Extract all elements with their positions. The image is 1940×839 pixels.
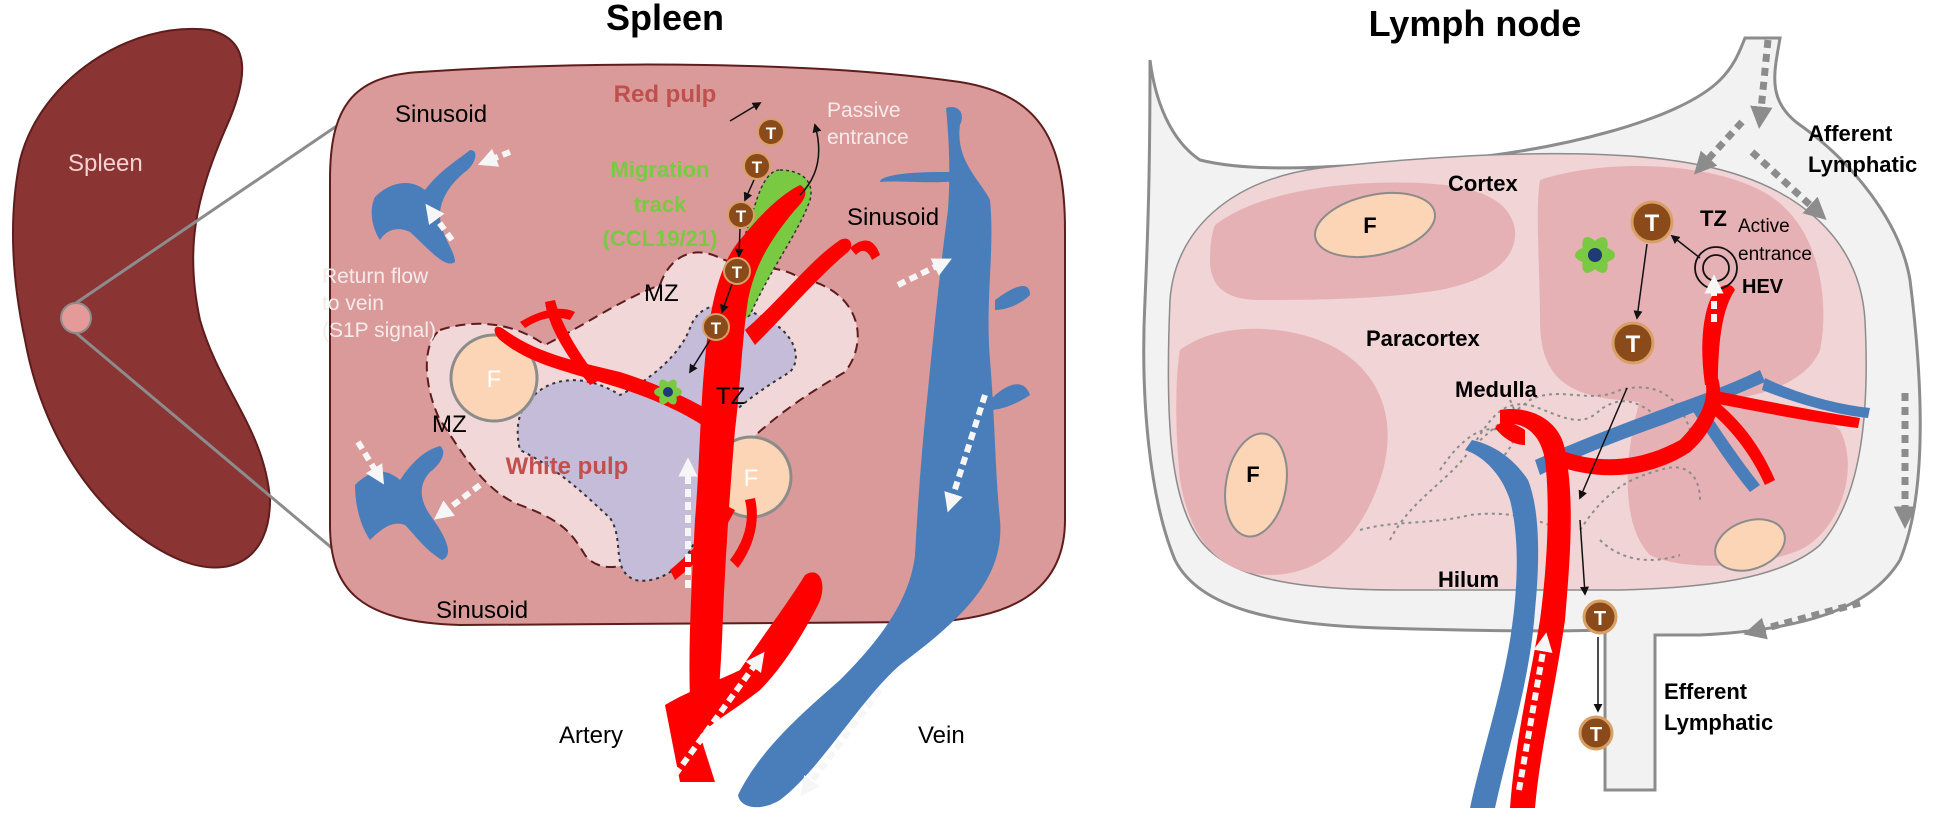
migration-track-line-3: (CCL19/21) — [603, 226, 718, 251]
artery-branch-c — [520, 308, 575, 328]
red-pulp-label: Red pulp — [614, 81, 717, 108]
artery-label: Artery — [559, 722, 623, 749]
spleen-tz-label: TZ — [716, 383, 745, 410]
white-pulp-label: White pulp — [506, 453, 629, 480]
sinusoid-top-label: Sinusoid — [395, 101, 487, 128]
return-flow-line-3: (S1P signal) — [322, 319, 436, 342]
svg-text:T: T — [736, 207, 747, 226]
mz-left-label: MZ — [432, 411, 467, 438]
ln-t-cell-3: T — [1582, 599, 1618, 635]
spleen-organ-shape — [12, 27, 272, 569]
svg-text:T: T — [711, 319, 722, 338]
ln-follicle-bottom-right — [1714, 518, 1786, 572]
ln-follicle-left — [1224, 432, 1288, 538]
lymph-node-title: Lymph node — [1369, 3, 1582, 44]
migration-track-line-1: Migration — [611, 157, 710, 182]
svg-text:T: T — [1626, 331, 1641, 358]
return-flow-line-1: Return flow — [322, 265, 429, 288]
spleen-flow-arrows — [355, 148, 988, 797]
ln-medulla-network — [1359, 386, 1701, 561]
svg-text:T: T — [1645, 210, 1660, 237]
sinusoid-right-label: Sinusoid — [847, 204, 939, 231]
spleen-title: Spleen — [606, 0, 724, 38]
spleen-t-cell-5: T — [702, 313, 730, 341]
zoom-spot — [60, 302, 92, 334]
svg-text:T: T — [1590, 724, 1602, 746]
ln-region-top-right — [1537, 166, 1824, 404]
ln-artery-main — [1500, 409, 1571, 808]
artery-branch-a — [494, 326, 730, 440]
spleen-organ-label: Spleen — [68, 150, 143, 177]
artery-branch-b — [545, 300, 600, 385]
cortex-label: Cortex — [1448, 171, 1518, 196]
migration-track-line-2: track — [634, 192, 687, 217]
spleen-t-cell-1: T — [757, 118, 785, 146]
zoom-line-top — [75, 98, 376, 305]
artery-branch-d — [745, 238, 852, 345]
ln-tz-label: TZ — [1700, 206, 1727, 231]
passive-entrance-line-2: entrance — [827, 126, 909, 149]
ln-t-cell-4: T — [1578, 715, 1614, 751]
efferent-line-1: Efferent — [1664, 679, 1748, 704]
dendritic-cell-ln — [1575, 237, 1615, 273]
spleen-t-cell-2: T — [743, 152, 771, 180]
passive-entrance-line-1: Passive — [827, 99, 901, 122]
artery-branch-g — [850, 240, 880, 260]
spleen-t-cell-3: T — [727, 201, 755, 229]
vein-branch-4 — [990, 384, 1030, 410]
ln-artery-branch-d — [1708, 400, 1775, 485]
spleen-black-arrows — [689, 102, 822, 374]
spleen-follicle-left-label: F — [487, 366, 502, 393]
dendritic-cell-spleen — [654, 379, 682, 405]
efferent-line-2: Lymphatic — [1664, 710, 1773, 735]
vein-branch-3 — [995, 285, 1030, 310]
spleen-panel: Spleen Spleen Red pulp White pulp F F — [12, 0, 1066, 808]
ln-lymph-arrows — [1693, 39, 1917, 640]
vein-label: Vein — [918, 722, 965, 749]
spleen-follicle-right-label: F — [744, 465, 759, 492]
svg-text:T: T — [752, 158, 763, 177]
ln-follicle-top-label: F — [1363, 213, 1376, 238]
sinusoid-top-shape — [371, 150, 476, 264]
paracortex-label: Paracortex — [1366, 326, 1481, 351]
ln-black-arrows — [1578, 234, 1701, 713]
zoom-line-bottom — [75, 331, 371, 582]
svg-text:T: T — [1594, 608, 1606, 630]
hilum-label: Hilum — [1438, 567, 1499, 592]
medulla-label: Medulla — [1455, 377, 1538, 402]
ln-t-cell-2: T — [1611, 321, 1655, 365]
spleen-follicle-left — [449, 333, 539, 423]
svg-text:T: T — [732, 263, 743, 282]
return-flow-line-2: to vein — [322, 292, 384, 315]
hev-label: HEV — [1742, 276, 1784, 298]
vein-branch-2 — [945, 242, 980, 260]
ln-follicle-top — [1314, 192, 1436, 258]
ln-vein-branch-3 — [1762, 378, 1870, 418]
afferent-line-1: Afferent — [1808, 121, 1893, 146]
vein-branch-1 — [880, 172, 965, 183]
ln-artery-branch-c — [1708, 390, 1860, 428]
lymph-node-panel: Lymph node F F — [1142, 3, 1922, 808]
sinusoid-bottom-label: Sinusoid — [436, 597, 528, 624]
afferent-line-2: Lymphatic — [1808, 152, 1917, 177]
ln-vein-main — [1465, 440, 1539, 808]
ln-flow-arrows — [1516, 274, 1724, 791]
vein-vessel — [738, 106, 1001, 808]
ln-t-cell-1: T — [1630, 200, 1674, 244]
svg-text:T: T — [766, 124, 777, 143]
active-entrance-line-2: entrance — [1738, 244, 1812, 265]
ln-artery-branch-a — [1555, 378, 1721, 476]
ln-artery-branch-b — [1702, 284, 1735, 385]
spleen-t-cell-4: T — [723, 257, 751, 285]
artery-branch-f — [730, 498, 757, 568]
active-entrance-line-1: Active — [1738, 216, 1790, 237]
ln-follicle-left-label: F — [1246, 462, 1259, 487]
mz-top-label: MZ — [644, 280, 679, 307]
ln-artery-branch-e — [1495, 422, 1525, 445]
